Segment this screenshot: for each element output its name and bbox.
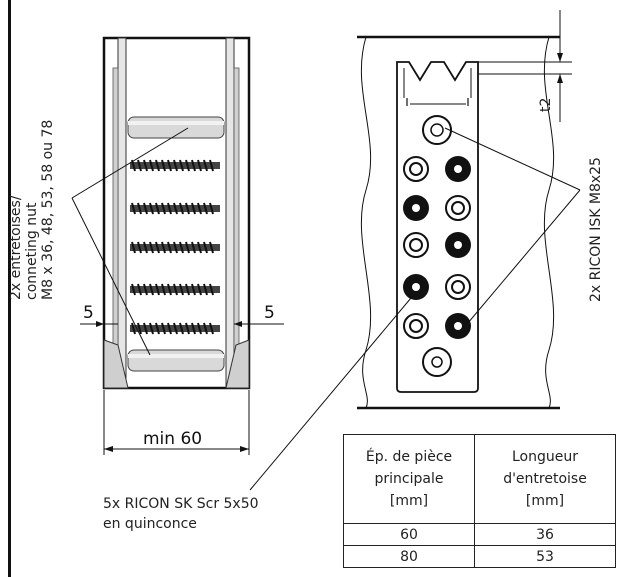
filled-screws (403, 156, 471, 339)
table-row: 60 36 (343, 523, 616, 546)
spacer-label-line1: 2x entretoises/ (8, 195, 24, 300)
left-gap-dimension: 5 (83, 303, 94, 323)
screw-2 (130, 202, 220, 215)
ricon-sk-label-line1: 5x RICON SK Scr 5x50 (103, 496, 259, 512)
table-cell: 60 (343, 523, 475, 546)
spacer-label-line3: M8 x 36, 48, 53, 58 ou 78 (40, 120, 56, 300)
screw-4 (130, 283, 220, 296)
right-gap-dimension: 5 (264, 303, 275, 323)
screw-5 (130, 322, 220, 335)
spacer-label: 2x entretoises/ conneting nut M8 x 36, 4… (8, 120, 56, 300)
ricon-isk-label: 2x RICON ISK M8x25 (588, 157, 604, 302)
side-view (249, 10, 581, 491)
screw-1 (130, 159, 220, 172)
screw-3 (130, 241, 220, 254)
table-header-row: Ép. de pièce principale [mm] Longueur d'… (343, 434, 616, 524)
open-holes (403, 156, 471, 339)
table-cell: 36 (474, 523, 616, 546)
ricon-sk-label-line2: en quinconce (103, 516, 197, 532)
table-row: 80 53 (343, 545, 616, 568)
spacer-label-line2: conneting nut (24, 202, 40, 300)
page-left-border (8, 0, 11, 577)
table-cell: 53 (474, 545, 616, 568)
min-width-dimension: min 60 (143, 429, 202, 449)
table-header-thickness: Ép. de pièce principale [mm] (343, 434, 475, 524)
table-cell: 80 (343, 545, 475, 568)
bottom-spacer (127, 349, 225, 372)
t2-dimension: t2 (538, 98, 554, 112)
table-header-length: Longueur d'entretoise [mm] (474, 434, 616, 524)
cross-section-view (71, 36, 284, 455)
spacer-length-table: Ép. de pièce principale [mm] Longueur d'… (343, 434, 616, 568)
